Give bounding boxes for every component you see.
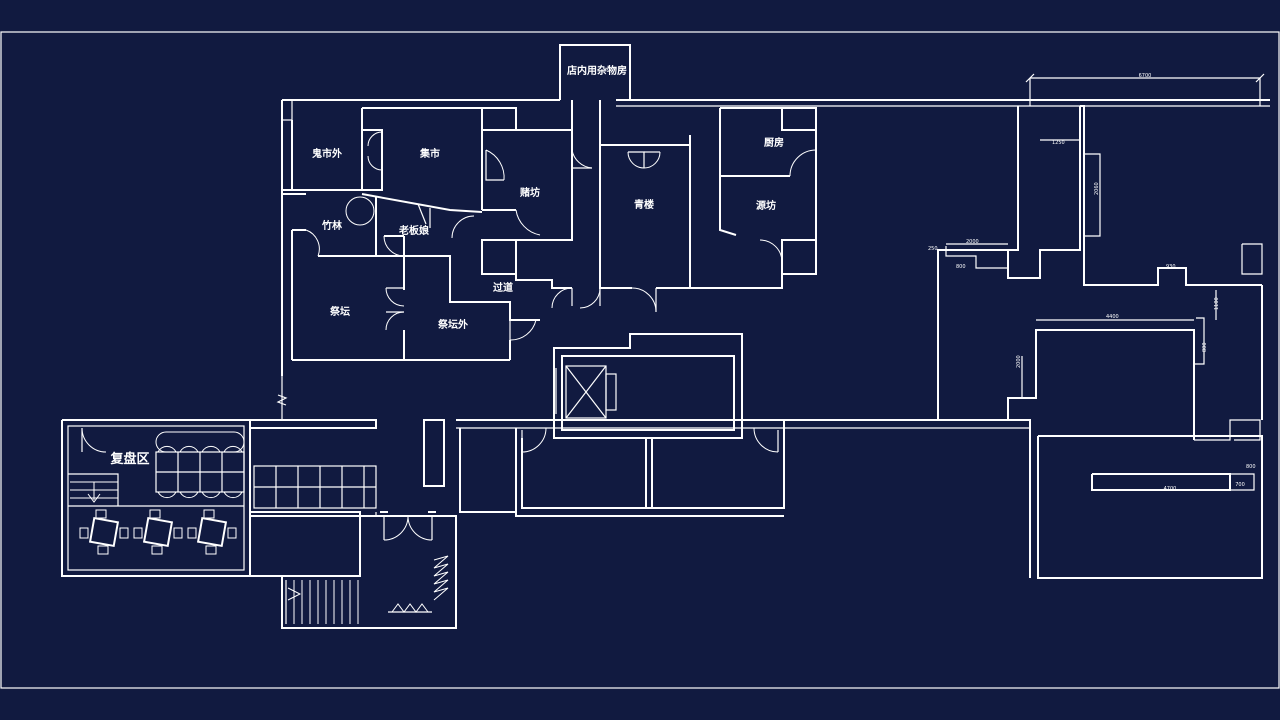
booth-seating-top [155, 431, 245, 499]
dim-4700: 4700 [1164, 486, 1177, 492]
room-corridor: 过道 [450, 239, 601, 309]
dim-2060: 2060 [1094, 182, 1100, 195]
room-market: 集市 [361, 107, 483, 213]
dim-top-span: 6700 [1139, 73, 1152, 79]
label-market: 集市 [419, 147, 440, 160]
table-set-2 [133, 509, 183, 555]
storage-room: 店内用杂物房 [559, 44, 631, 100]
room-ghost-market-outside: 鬼市外 [282, 108, 363, 195]
label-kitchen: 厨房 [764, 136, 784, 149]
drawing-frame [0, 31, 1280, 689]
table-set-3 [187, 509, 237, 555]
label-review-area: 复盘区 [109, 451, 149, 467]
right-block: 6700 1250 2060 250 2000 800 930 4400 200… [928, 73, 1265, 579]
room-bamboo-and-boss: 竹林 老板娘 [291, 196, 482, 360]
label-altar: 祭坛 [330, 305, 350, 318]
room-qinglou: 青楼 [599, 135, 691, 313]
label-source-workshop: 源坊 [756, 199, 776, 212]
room-altar: 祭坛 [330, 256, 405, 360]
room-kitchen-source: 厨房 源坊 [690, 107, 817, 289]
dim-d13: 250 [928, 246, 938, 252]
label-qinglou: 青楼 [634, 198, 654, 211]
label-boss-room: 老板娘 [398, 224, 429, 237]
mid-walls [250, 419, 1031, 578]
dim-1100: 1100 [1214, 297, 1220, 310]
lower-rooms [459, 420, 785, 517]
booth-seating-corridor [253, 465, 377, 509]
room-altar-outside: 祭坛外 [438, 301, 540, 360]
dim-800b: 800 [1202, 342, 1208, 352]
label-bamboo-forest: 竹林 [321, 219, 343, 232]
dim-2000b: 2000 [1016, 355, 1022, 368]
dim-800: 800 [956, 264, 966, 270]
dim-2000: 2000 [966, 239, 979, 245]
room-gambling: 赌坊 [482, 107, 593, 241]
dim-800c: 800 [1246, 464, 1256, 470]
label-ghost-market-outside: 鬼市外 [312, 147, 342, 160]
elevator-core [553, 333, 743, 439]
label-corridor: 过道 [493, 281, 513, 294]
dim-930: 930 [1166, 264, 1176, 270]
label-gambling: 赌坊 [519, 186, 540, 199]
dim-700: 700 [1235, 482, 1245, 488]
label-altar-outside: 祭坛外 [438, 318, 468, 331]
review-area: 复盘区 [61, 419, 251, 577]
label-storage: 店内用杂物房 [567, 64, 627, 77]
dim-1250: 1250 [1052, 140, 1065, 146]
table-set-1 [79, 509, 129, 555]
corridor-north [571, 100, 690, 146]
dim-4400: 4400 [1106, 314, 1119, 320]
left-block-walls [276, 99, 1270, 420]
entrance-block [250, 511, 457, 629]
